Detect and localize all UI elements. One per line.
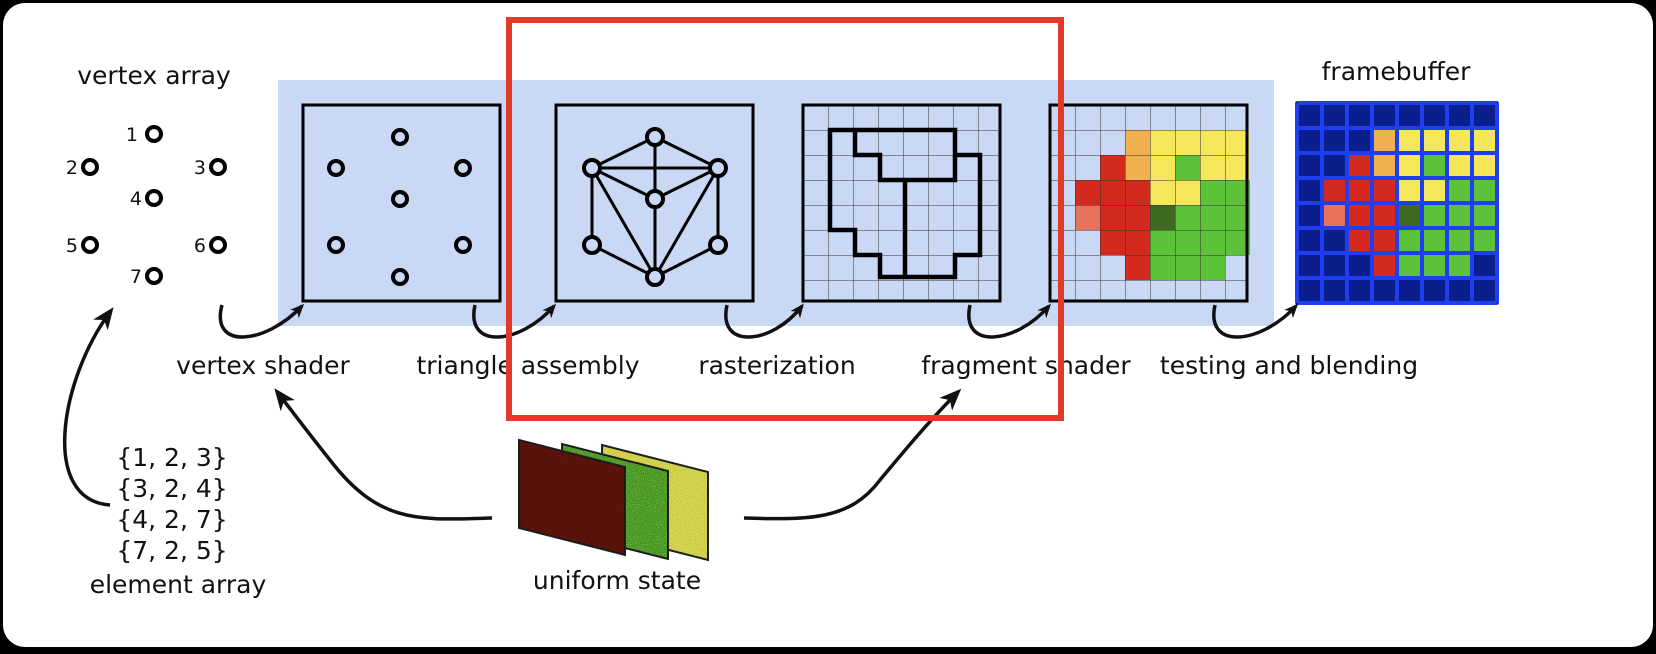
framebuffer-cell bbox=[1347, 178, 1372, 203]
element-array-row: {7, 2, 5} bbox=[116, 536, 227, 565]
element-array-row: {3, 2, 4} bbox=[116, 474, 227, 503]
framebuffer-cell bbox=[1472, 228, 1497, 253]
framebuffer-cell bbox=[1447, 153, 1472, 178]
arrow-to-rasterization bbox=[724, 303, 804, 339]
framebuffer-cell bbox=[1372, 178, 1397, 203]
framebuffer-cell bbox=[1422, 253, 1447, 278]
framebuffer-cell bbox=[1472, 128, 1497, 153]
vertex-6: 6 bbox=[194, 235, 227, 257]
arrow-to-framebuffer bbox=[1212, 303, 1299, 339]
framebuffer-cell bbox=[1397, 153, 1422, 178]
arrow-to-vertex-shader bbox=[218, 303, 305, 339]
stage-label-rasterization: rasterization bbox=[698, 351, 855, 380]
framebuffer-cell bbox=[1447, 128, 1472, 153]
uniform-state-title: uniform state bbox=[533, 566, 701, 595]
framebuffer-cell bbox=[1372, 228, 1397, 253]
framebuffer-cell bbox=[1397, 128, 1422, 153]
vertex-3: 3 bbox=[194, 157, 227, 179]
framebuffer-cell bbox=[1472, 178, 1497, 203]
vertex-shader-panel bbox=[301, 103, 502, 303]
svg-text:6: 6 bbox=[194, 235, 206, 257]
framebuffer-cell bbox=[1422, 128, 1447, 153]
arrow-to-triangle-assembly bbox=[472, 303, 556, 339]
triangle-assembly-panel bbox=[554, 103, 755, 303]
rasterization-panel bbox=[801, 103, 1002, 303]
framebuffer-cell bbox=[1372, 203, 1397, 228]
svg-text:5: 5 bbox=[66, 235, 78, 257]
highlight-box bbox=[506, 17, 1064, 421]
framebuffer-cell bbox=[1422, 203, 1447, 228]
framebuffer-cell bbox=[1422, 178, 1447, 203]
svg-text:4: 4 bbox=[130, 188, 142, 210]
framebuffer-cell bbox=[1397, 253, 1422, 278]
framebuffer-cell bbox=[1347, 228, 1372, 253]
framebuffer-cell bbox=[1372, 153, 1397, 178]
framebuffer-cell bbox=[1347, 153, 1372, 178]
svg-text:2: 2 bbox=[66, 157, 78, 179]
vertex-4: 4 bbox=[130, 188, 163, 210]
framebuffer-panel bbox=[1295, 101, 1499, 305]
vertex-7: 7 bbox=[130, 266, 163, 288]
fragment-shader-panel bbox=[1048, 103, 1250, 303]
framebuffer-cell bbox=[1322, 178, 1347, 203]
uniform-to-vertex-shader-arrow bbox=[274, 388, 493, 521]
stage-label-fragment-shader: fragment shader bbox=[921, 351, 1131, 380]
framebuffer-cell bbox=[1372, 253, 1397, 278]
svg-text:1: 1 bbox=[126, 124, 138, 146]
framebuffer-cell bbox=[1447, 203, 1472, 228]
stage-label-testing-blending: testing and blending bbox=[1160, 351, 1418, 380]
framebuffer-cell bbox=[1397, 203, 1422, 228]
framebuffer-cell bbox=[1472, 153, 1497, 178]
framebuffer-cell bbox=[1322, 203, 1347, 228]
stage-label-triangle-assembly: triangle assembly bbox=[416, 351, 639, 380]
framebuffer-cell bbox=[1447, 253, 1472, 278]
element-to-vertex-arrow bbox=[62, 307, 114, 507]
vertex-2: 2 bbox=[66, 157, 99, 179]
framebuffer-cell bbox=[1397, 178, 1422, 203]
vertex-array-title: vertex array bbox=[77, 61, 231, 90]
arrow-to-fragment-shader bbox=[967, 303, 1051, 339]
element-array-row: {4, 2, 7} bbox=[116, 505, 227, 534]
vertex-5: 5 bbox=[66, 235, 99, 257]
framebuffer-title: framebuffer bbox=[1322, 57, 1471, 86]
stage-label-vertex-shader: vertex shader bbox=[176, 351, 350, 380]
framebuffer-cell bbox=[1372, 128, 1397, 153]
framebuffer-cell bbox=[1422, 153, 1447, 178]
svg-text:7: 7 bbox=[130, 266, 142, 288]
framebuffer-cell bbox=[1397, 228, 1422, 253]
element-array-row: {1, 2, 3} bbox=[116, 443, 227, 472]
uniform-state-textures bbox=[518, 438, 709, 562]
framebuffer-cell bbox=[1347, 203, 1372, 228]
element-array: {1, 2, 3} {3, 2, 4} {4, 2, 7} {7, 2, 5} bbox=[116, 443, 227, 565]
framebuffer-cell bbox=[1447, 228, 1472, 253]
framebuffer-cell bbox=[1447, 178, 1472, 203]
framebuffer-cell bbox=[1422, 228, 1447, 253]
element-array-title: element array bbox=[90, 570, 267, 599]
vertex-1: 1 bbox=[126, 124, 163, 146]
framebuffer-cell bbox=[1472, 203, 1497, 228]
svg-text:3: 3 bbox=[194, 157, 206, 179]
vertex-array-points: 1 2 3 4 5 6 7 bbox=[66, 124, 227, 288]
